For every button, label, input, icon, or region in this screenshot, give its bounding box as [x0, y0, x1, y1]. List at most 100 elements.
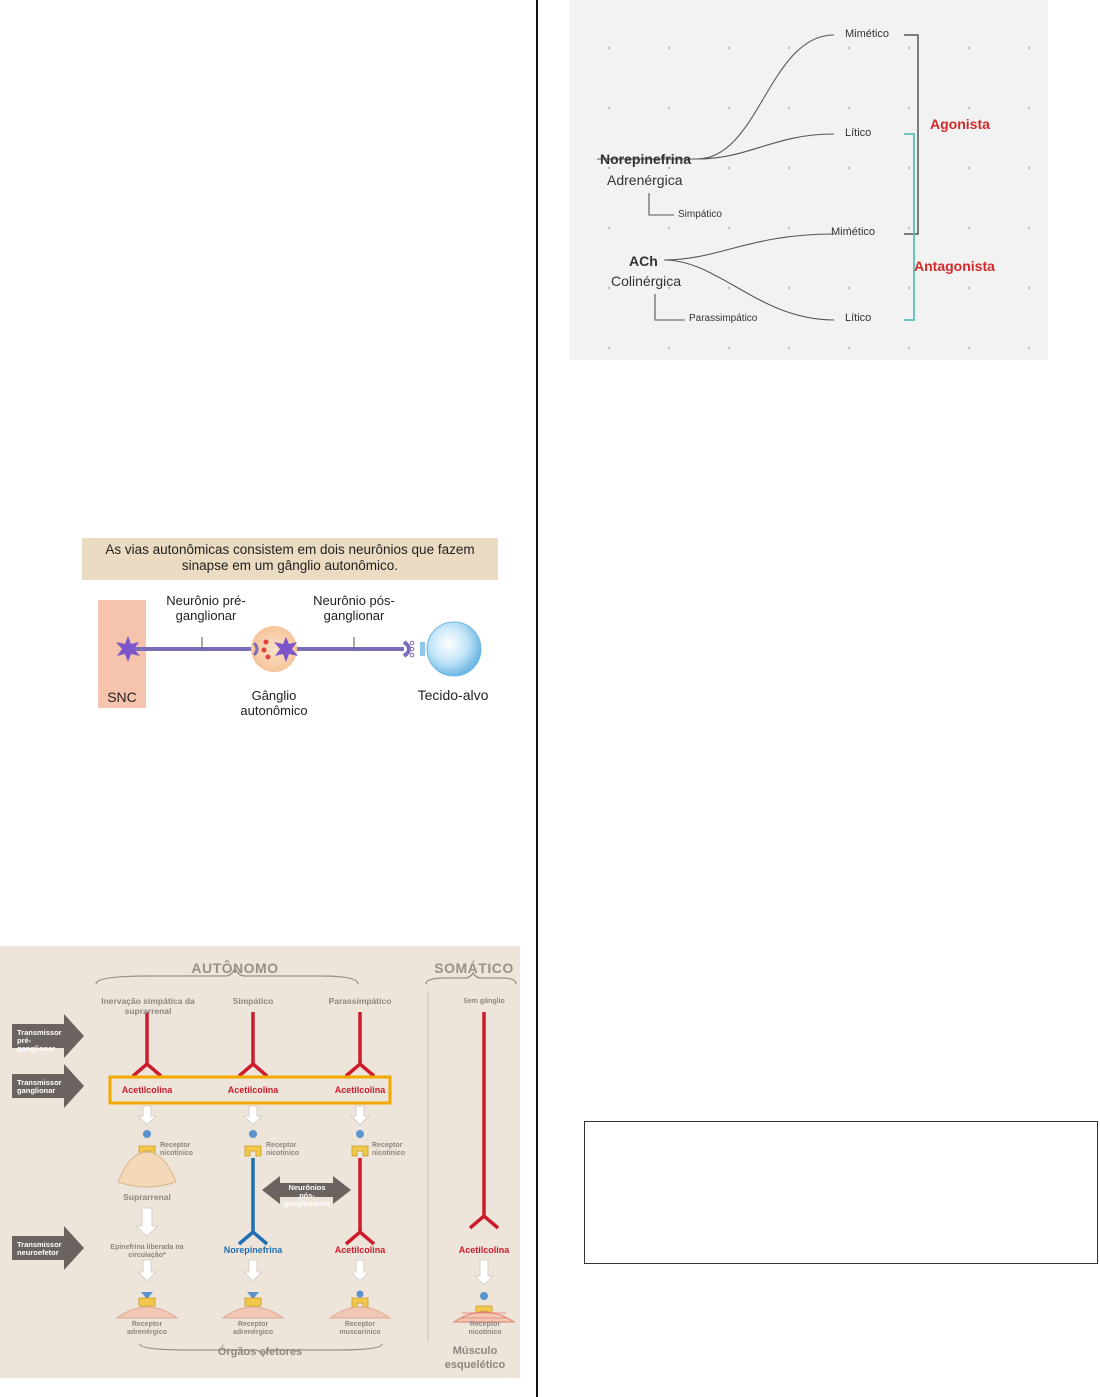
pre-ganglionic-arrow-label: Transmissor pré-ganglionar — [17, 1028, 62, 1053]
grid-dot — [1027, 226, 1031, 230]
nicotinic-receptor-somatic-label: Receptor nicotínico — [468, 1321, 502, 1336]
grid-dot — [967, 286, 971, 290]
grid-dot — [1027, 46, 1031, 50]
grid-dot — [847, 286, 851, 290]
acetylcholine-highlight — [108, 1075, 392, 1105]
mind-map-drawing — [597, 34, 1031, 350]
grid-dot — [727, 106, 731, 110]
adrenergic-receptor-label-2: Receptor adrenérgico — [232, 1321, 274, 1336]
ganglionic-arrow — [12, 1064, 84, 1108]
grid-dot — [667, 286, 671, 290]
agonista-bracket — [904, 34, 919, 235]
grid-dot — [1027, 286, 1031, 290]
somatico-heading: SOMÁTICO — [434, 960, 514, 976]
target-tissue-icon — [426, 621, 482, 677]
grid-dot — [1027, 166, 1031, 170]
grid-dot — [607, 46, 611, 50]
norepinefrina-node: Norepinefrina — [600, 151, 692, 167]
grid-dot — [607, 286, 611, 290]
grid-dot — [1027, 346, 1031, 350]
grid-dot — [607, 166, 611, 170]
grid-dot — [847, 46, 851, 50]
grid-dot — [667, 106, 671, 110]
grid-dot — [727, 286, 731, 290]
empty-text-box — [584, 1121, 1098, 1264]
norepinefrina-mimetico: Mimético — [845, 28, 890, 40]
grid-dot — [1027, 106, 1031, 110]
grid-dot — [967, 226, 971, 230]
grid-dot — [727, 46, 731, 50]
grid-dot — [907, 286, 911, 290]
ach-somatic: Acetilcolina — [458, 1245, 510, 1255]
neuroeffector-arrow-label: Transmissor neuroefetor — [17, 1240, 62, 1257]
ach-mimetico: Mimético — [831, 226, 876, 238]
grid-dot — [907, 106, 911, 110]
adrenal-gland-icon — [117, 1151, 177, 1188]
adrenergica-node: Adrenérgica — [607, 172, 683, 188]
grid-dot — [667, 46, 671, 50]
ach-litico: Lítico — [845, 312, 872, 324]
ganglionic-arrow-label: Transmissor ganglionar — [17, 1078, 62, 1095]
nicotinic-receptor-label-3: Receptor nicotínico — [372, 1142, 406, 1157]
epinephrine-label: Epinefrina liberada na circulação* — [110, 1244, 184, 1259]
antagonista-bracket — [904, 133, 915, 321]
column-parasympathetic: Parassimpático — [328, 996, 392, 1006]
column-sympathetic: Simpático — [232, 996, 274, 1006]
neuroeffector-arrow — [12, 1226, 84, 1270]
post-ganglionic-double-arrow — [262, 1176, 351, 1204]
adrenergic-receptor-label-1: Receptor adrenérgico — [126, 1321, 168, 1336]
effector-organs-label: Órgãos efetores — [217, 1346, 303, 1358]
antagonista-label: Antagonista — [914, 258, 995, 274]
grid-dot — [667, 346, 671, 350]
norepinephrine-label: Norepinefrina — [223, 1245, 283, 1255]
grid-dot — [907, 166, 911, 170]
grid-dot — [787, 106, 791, 110]
ach-sympathetic: Acetilcolina — [227, 1085, 279, 1095]
grid-dot — [967, 346, 971, 350]
autonomic-pathway-figure: As vias autonômicas consistem em dois ne… — [82, 538, 498, 728]
target-tissue-label: Tecido-alvo — [417, 687, 489, 703]
agonista-label: Agonista — [930, 116, 990, 132]
autonomic-somatic-drawing — [12, 966, 517, 1358]
grid-dot — [607, 106, 611, 110]
grid-dot — [847, 166, 851, 170]
ach-node: ACh — [629, 253, 658, 269]
mind-map-figure: Mimético Lítico Mimético Lítico Norepine… — [569, 0, 1048, 360]
pre-ganglionic-arrow — [12, 1014, 84, 1058]
ach-adrenal: Acetilcolina — [121, 1085, 173, 1095]
grid-dot — [787, 346, 791, 350]
post-ganglionic-label: Neurônio pós-ganglionar — [313, 593, 395, 623]
grid-dot — [847, 226, 851, 230]
parassimpatico-node: Parassimpático — [689, 313, 758, 324]
grid-dot — [847, 346, 851, 350]
grid-dot — [907, 226, 911, 230]
figure-caption: As vias autonômicas consistem em dois ne… — [82, 538, 498, 580]
column-no-ganglion: Sem gânglio — [463, 998, 505, 1005]
grid-dot — [847, 106, 851, 110]
norepinefrina-litico: Lítico — [845, 127, 872, 139]
muscarinic-receptor-label: Receptor muscarínico — [339, 1321, 381, 1336]
ach-parasympathetic: Acetilcolina — [334, 1085, 386, 1095]
grid-dot — [787, 286, 791, 290]
nicotinic-receptor-label-1: Receptor nicotínico — [160, 1142, 194, 1157]
grid-dot — [727, 346, 731, 350]
grid-dot — [667, 226, 671, 230]
grid-dot — [727, 226, 731, 230]
snc-label: SNC — [107, 689, 137, 705]
grid-dot — [967, 46, 971, 50]
ganglion-label: Gânglio autonômico — [240, 688, 308, 718]
pre-ganglionic-label: Neurônio pré-ganglionar — [166, 593, 246, 623]
grid-dot — [607, 226, 611, 230]
grid-dot — [907, 46, 911, 50]
column-adrenal: Inervação simpática da suprarrenal — [101, 996, 195, 1016]
grid-dot — [787, 166, 791, 170]
grid-dot — [727, 166, 731, 170]
autonomic-somatic-figure: AUTÔNOMO SOMÁTICO Inervação simpática da… — [0, 946, 520, 1378]
post-ganglionic-label: Neurônios pós-ganglionares — [283, 1183, 331, 1208]
column-divider — [536, 0, 538, 1397]
adrenal-label: Suprarrenal — [123, 1192, 171, 1202]
ach-neuroeffector: Acetilcolina — [334, 1245, 386, 1255]
colinergica-node: Colinérgica — [611, 273, 682, 289]
grid-dot — [787, 226, 791, 230]
pathway-drawing — [116, 621, 482, 677]
